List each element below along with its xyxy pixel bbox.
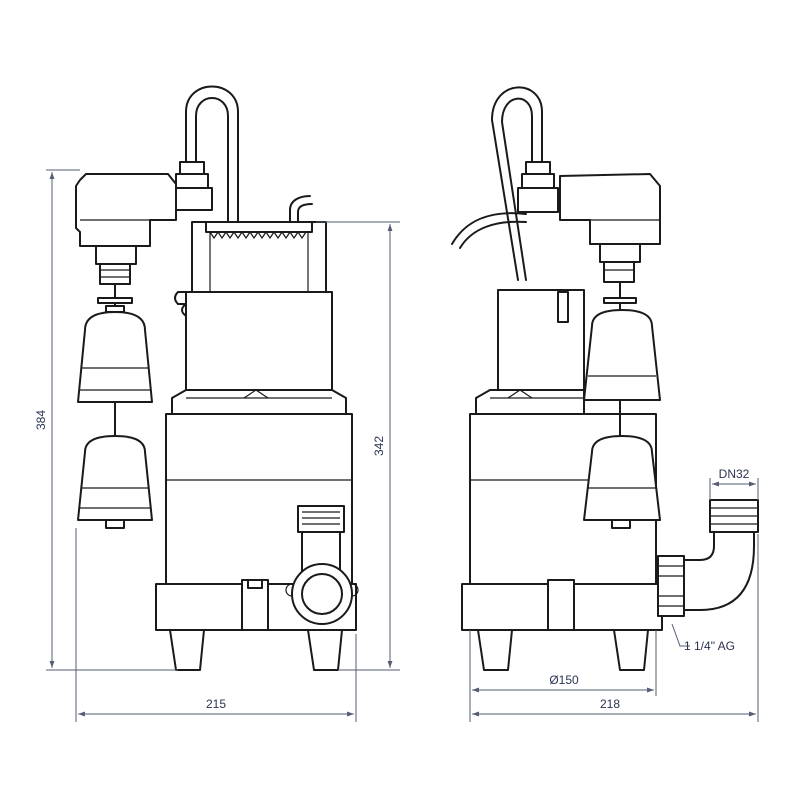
dim-label-outlet: DN32 — [719, 467, 750, 481]
front-view — [75, 85, 359, 671]
dim-label-thread: 1 1/4" AG — [684, 639, 735, 653]
dim-label-front-width: 215 — [206, 697, 226, 711]
side-view — [451, 86, 759, 671]
dimensions-front: 384 342 215 — [34, 169, 400, 722]
dim-label-total-height: 384 — [34, 410, 48, 430]
dim-label-side-width: 218 — [600, 697, 620, 711]
dim-label-base-diameter: Ø150 — [549, 673, 579, 687]
dimensions-side: Ø150 218 DN32 1 1/4" AG — [469, 467, 759, 722]
dim-label-body-height: 342 — [372, 436, 386, 456]
